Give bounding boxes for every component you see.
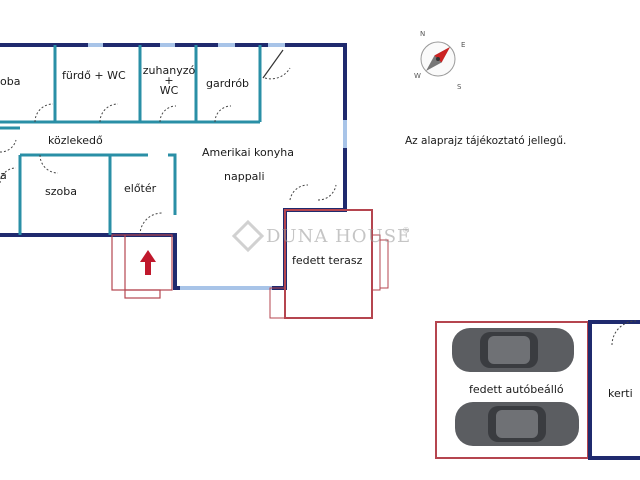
interior-walls: [0, 45, 262, 235]
car-icon: [455, 402, 579, 446]
carport: [435, 320, 640, 460]
room-label-left-edge: a: [0, 169, 7, 182]
room-label-kozlekedo: közlekedő: [48, 134, 103, 147]
room-label-zuhanyzo-3: WC: [159, 84, 179, 97]
entrance-arrow: [140, 250, 156, 275]
room-label-furdo: fürdő + WC: [62, 69, 126, 82]
room-label-fedett-autobeallo: fedett autóbeálló: [469, 383, 564, 396]
watermark-registered-icon: ®: [402, 226, 410, 235]
windows: [88, 43, 347, 290]
room-label-eloter: előtér: [124, 182, 157, 195]
compass-s: S: [457, 83, 462, 91]
watermark-text: DUNA HOUSE: [266, 226, 412, 247]
entrance-steps: [111, 234, 173, 299]
compass-n: N: [420, 30, 425, 38]
room-label-nappali: nappali: [224, 170, 265, 183]
compass-w: W: [414, 72, 421, 80]
room-label-szoba-left: oba: [0, 75, 21, 88]
disclaimer-note: Az alaprajz tájékoztató jellegű.: [405, 135, 567, 147]
compass-e: E: [461, 41, 465, 49]
room-label-zuhanyzo-2: +: [164, 74, 174, 87]
door-swings: [0, 67, 337, 236]
room-label-szoba: szoba: [45, 185, 77, 198]
compass-icon: [420, 41, 456, 77]
car-icon: [452, 328, 574, 372]
room-label-gardrob: gardrób: [206, 77, 250, 90]
watermark-logo-icon: [231, 219, 265, 253]
room-label-fedett-terasz: fedett terasz: [292, 254, 363, 267]
room-label-amerikai-konyha: Amerikai konyha: [202, 146, 294, 159]
room-label-zuhanyzo-1: zuhanyzó: [142, 64, 196, 77]
room-label-kerti: kerti: [608, 387, 633, 400]
